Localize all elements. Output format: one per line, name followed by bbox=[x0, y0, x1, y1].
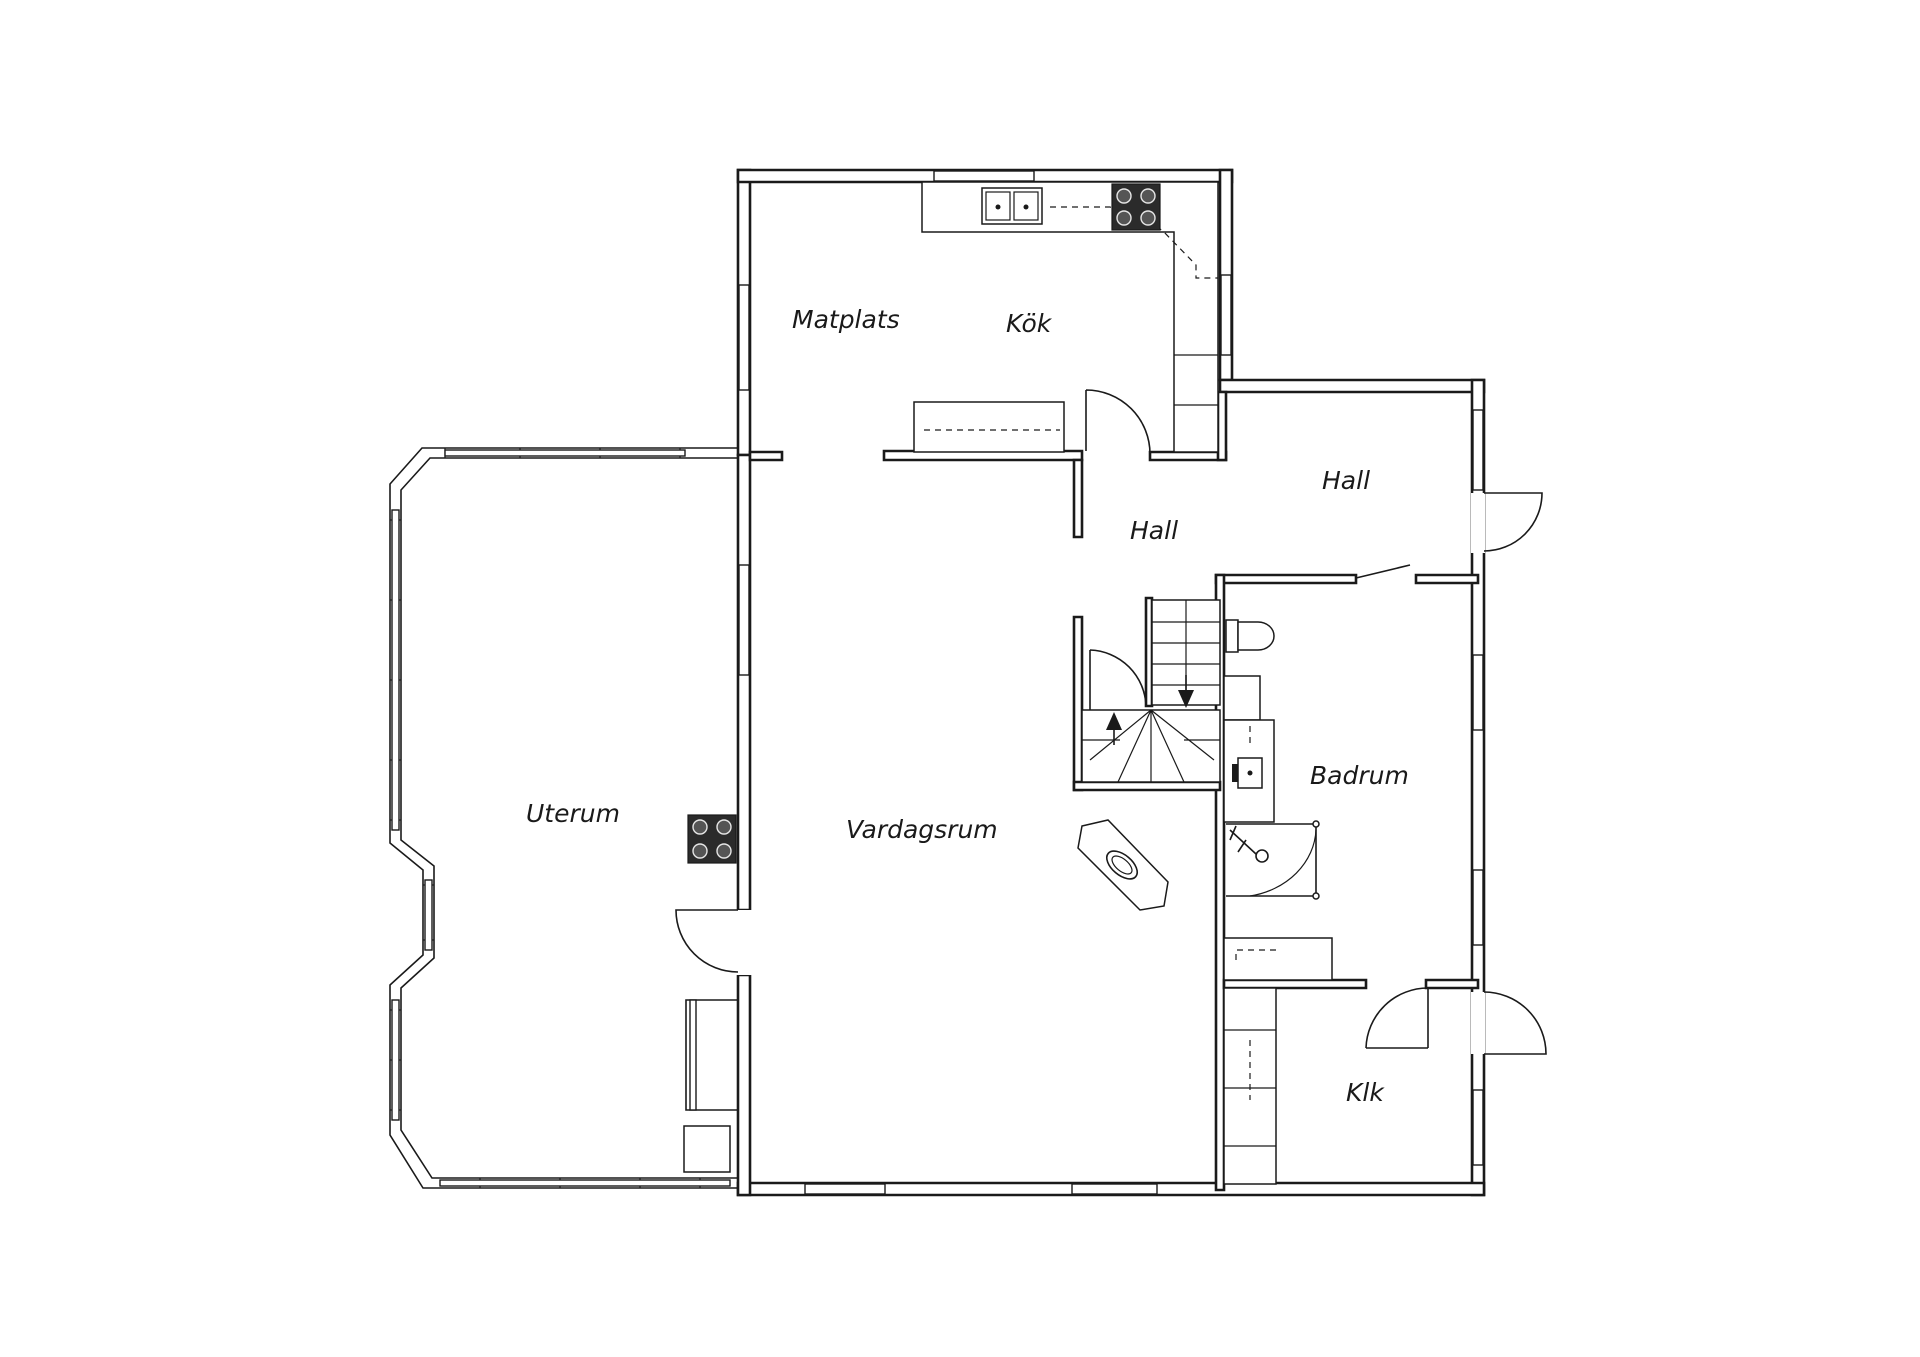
bathtub-icon bbox=[1223, 937, 1333, 981]
living-window-west bbox=[738, 564, 750, 676]
doors bbox=[675, 389, 1547, 1111]
entry-window bbox=[689, 999, 697, 1111]
room-label-matplats: Matplats bbox=[792, 305, 900, 334]
sunroom-window-south bbox=[439, 1179, 731, 1187]
kitchen-hall-wall bbox=[1148, 450, 1228, 462]
stair-wall-mid bbox=[1144, 596, 1154, 708]
sink-icon bbox=[1232, 757, 1263, 789]
sunroom-window-bay bbox=[424, 879, 433, 951]
klk-door bbox=[1365, 987, 1429, 1049]
fireplace bbox=[1077, 819, 1169, 911]
stairs bbox=[1081, 599, 1221, 783]
bath-window-east-2 bbox=[1472, 869, 1484, 946]
entrance-door bbox=[1483, 492, 1543, 552]
klk-exterior-door bbox=[1483, 991, 1547, 1055]
klk-fixtures bbox=[1223, 987, 1277, 1185]
stair-wall-west bbox=[1072, 615, 1084, 792]
stair-wall-south bbox=[1072, 780, 1222, 792]
sunroom-window-north bbox=[444, 449, 686, 457]
toilet-icon bbox=[1225, 619, 1275, 653]
bath-wall-south-right bbox=[1424, 978, 1480, 990]
living-window-south-1 bbox=[804, 1183, 886, 1195]
hall-north-wall bbox=[1218, 378, 1486, 394]
windows bbox=[738, 170, 1484, 1195]
kitchen-window-east bbox=[1220, 274, 1232, 356]
room-label-hall-center: Hall bbox=[1130, 516, 1178, 545]
room-label-klk: Klk bbox=[1346, 1078, 1385, 1107]
stair-closet-door bbox=[1089, 649, 1147, 710]
kitchen-fixtures bbox=[913, 181, 1219, 453]
hall-window-east bbox=[1472, 409, 1484, 491]
living-west-wall bbox=[736, 453, 752, 912]
shower-icon bbox=[1226, 820, 1320, 900]
sunroom-entry-frame bbox=[685, 975, 739, 1111]
sunroom-outline-outer bbox=[389, 447, 738, 1189]
room-label-badrum: Badrum bbox=[1310, 761, 1409, 790]
room-labels: Matplats Kök Hall Hall Badrum Uterum Var… bbox=[526, 305, 1409, 1107]
pantry-wall bbox=[1216, 390, 1228, 462]
kitchen-south-wall bbox=[748, 450, 784, 462]
kitchen-door bbox=[1085, 389, 1151, 455]
sunroom-outline-inner bbox=[400, 457, 738, 1179]
living-window-south-2 bbox=[1071, 1183, 1158, 1195]
stove-hob-icon bbox=[1111, 183, 1161, 231]
bath-wall-south-left bbox=[1222, 978, 1368, 990]
hall-partition bbox=[1072, 458, 1084, 539]
sunroom-window-southwest bbox=[391, 999, 400, 1121]
sunroom-walls bbox=[389, 447, 738, 1189]
kitchen-window-north bbox=[933, 170, 1035, 182]
bath-window-east-1 bbox=[1472, 654, 1484, 731]
living-west-wall-lower bbox=[736, 973, 752, 1197]
bath-wall-north-right bbox=[1414, 573, 1480, 585]
room-label-hall-east: Hall bbox=[1322, 466, 1370, 495]
klk-window-east bbox=[1472, 1089, 1484, 1166]
stair-up-arrow-icon bbox=[1106, 712, 1122, 730]
dining-window-west bbox=[738, 284, 750, 391]
room-label-uterum: Uterum bbox=[526, 799, 620, 828]
bathroom-door bbox=[1355, 564, 1411, 583]
bathroom-fixtures bbox=[1223, 619, 1333, 981]
room-label-vardagsrum: Vardagsrum bbox=[846, 815, 998, 844]
sunroom-cabinet bbox=[683, 1125, 731, 1173]
sunroom-window-west bbox=[391, 509, 400, 831]
kitchen-island bbox=[913, 401, 1065, 453]
bath-cabinet bbox=[1223, 675, 1261, 721]
stair-down-arrow-icon bbox=[1178, 690, 1194, 708]
sunroom-door bbox=[675, 909, 739, 973]
room-label-kok: Kök bbox=[1006, 309, 1053, 338]
bath-wall-north-left bbox=[1214, 573, 1358, 585]
kitchen-counter bbox=[921, 181, 1219, 453]
sunroom-stove bbox=[687, 814, 737, 864]
sink-icon bbox=[981, 187, 1043, 225]
